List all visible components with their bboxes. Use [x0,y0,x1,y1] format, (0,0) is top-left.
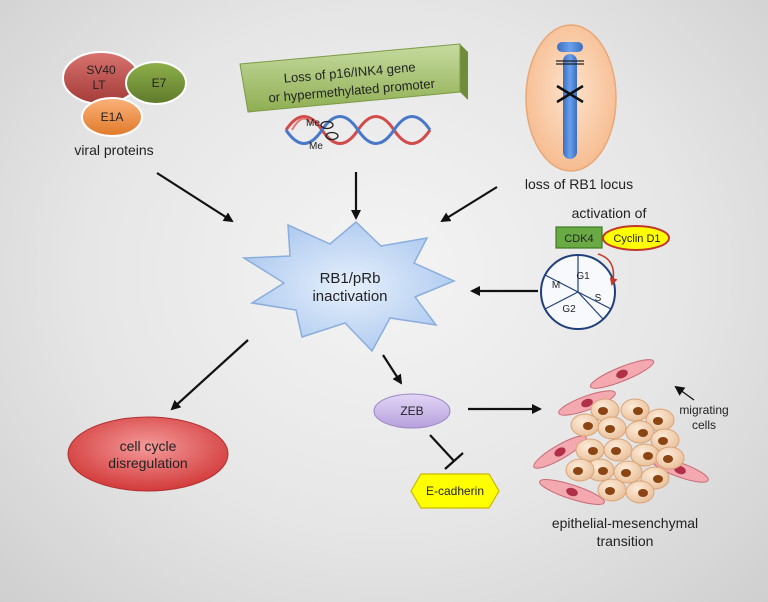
arrow-rb1-to-cell-cycle [170,339,249,411]
epithelial-nucleus [583,422,593,430]
rb1-label-line2: inactivation [312,288,387,305]
emt-cluster [533,359,709,505]
cdk4-box [555,226,603,249]
cell-cycle-line2: disregulation [108,455,187,471]
zeb-group: ZEB [373,393,451,429]
cyclin-arrow [597,253,618,286]
me-label-2: Me [309,141,323,152]
epithelial-nucleus [573,467,583,475]
epithelial-nucleus [588,447,598,455]
zeb-label: ZEB [400,404,423,418]
p16-group: Loss of p16/INK4 gene or hypermethylated… [239,43,468,152]
sv40-label: SV40 [86,63,116,77]
activation-title: activation of [572,205,647,221]
arrow-locus-to-rb1 [440,186,498,223]
mesenchymal-nucleus [581,398,593,408]
me-label-1: Me [306,118,320,129]
epithelial-nucleus [638,489,648,497]
mesenchymal-nucleus [554,447,566,457]
epithelial-nucleus [633,407,643,415]
migrating-pointer-arrow [674,385,695,401]
cyclin-d1-ellipse [602,225,670,251]
ecadherin-hexagon [410,473,500,509]
phase-g1-label: G1 [576,271,590,282]
activation-group: activation of CDK4 Cyclin D1 G1 S G2 M [540,205,670,330]
rb1-inactivation-star [241,220,456,353]
epithelial-nucleus [653,475,663,483]
cell-cycle-ellipse [67,416,229,492]
cell-cycle-wheel [540,254,616,330]
viral-proteins-label: viral proteins [74,142,153,158]
zeb-ellipse [373,393,451,429]
ecadherin-group: E-cadherin [410,473,500,509]
rb1-inactivation-group: RB1/pRb inactivation [241,220,456,353]
inhibit-bar [444,452,464,470]
arrow-rb1-to-zeb [382,354,403,385]
epithelial-nucleus [621,469,631,477]
p16-box [239,43,461,113]
epithelial-nucleus [605,425,615,433]
dna-helix [284,115,432,145]
viral-proteins-group: SV40 LT E7 E1A viral proteins [62,51,187,158]
phase-s-label: S [595,293,602,304]
phase-m-label: M [552,280,560,291]
rb1-label-line1: RB1/pRb [320,270,381,287]
migrating-line2: cells [692,418,716,432]
epithelial-nucleus [598,407,608,415]
rb1-locus-group: loss of RB1 locus [525,24,633,192]
e7-label: E7 [152,76,167,90]
e1a-label: E1A [101,110,124,124]
epithelial-nucleus [598,467,608,475]
epithelial-nucleus [611,447,621,455]
arrows-group [156,172,542,470]
epithelial-nucleus [638,429,648,437]
e1a-ellipse [81,97,143,137]
rb1-locus-label: loss of RB1 locus [525,176,633,192]
epithelial-nucleus [643,452,653,460]
phase-g2-label: G2 [562,304,576,315]
e7-ellipse [125,61,187,105]
ecadherin-label: E-cadherin [426,484,484,498]
arrow-viral-to-rb1 [156,172,234,223]
deletion-cross-icon [556,84,584,104]
migrating-line1: migrating [679,403,728,417]
methyl-mark-1 [320,120,334,130]
mesenchymal-nucleus [566,487,578,497]
epithelial-nucleus [653,417,663,425]
inhibit-zeb-to-ecadherin [429,434,455,462]
cell-cycle-line1: cell cycle [120,438,177,454]
lt-label: LT [92,78,106,92]
p16-box-side [460,44,468,100]
mesenchymal-nucleus [616,369,628,379]
methyl-mark-2 [325,131,339,141]
emt-label-line2: transition [597,533,654,549]
epithelial-nucleus [605,487,615,495]
epithelial-nucleus [658,437,668,445]
chromosome-icon [556,42,584,159]
cell-cycle-disregulation-group: cell cycle disregulation [67,416,229,492]
epithelial-nucleus [663,455,673,463]
cdk4-label: CDK4 [564,233,593,245]
emt-label-line1: epithelial-mesenchymal [552,515,698,531]
cyclin-d1-label: Cyclin D1 [613,233,660,245]
